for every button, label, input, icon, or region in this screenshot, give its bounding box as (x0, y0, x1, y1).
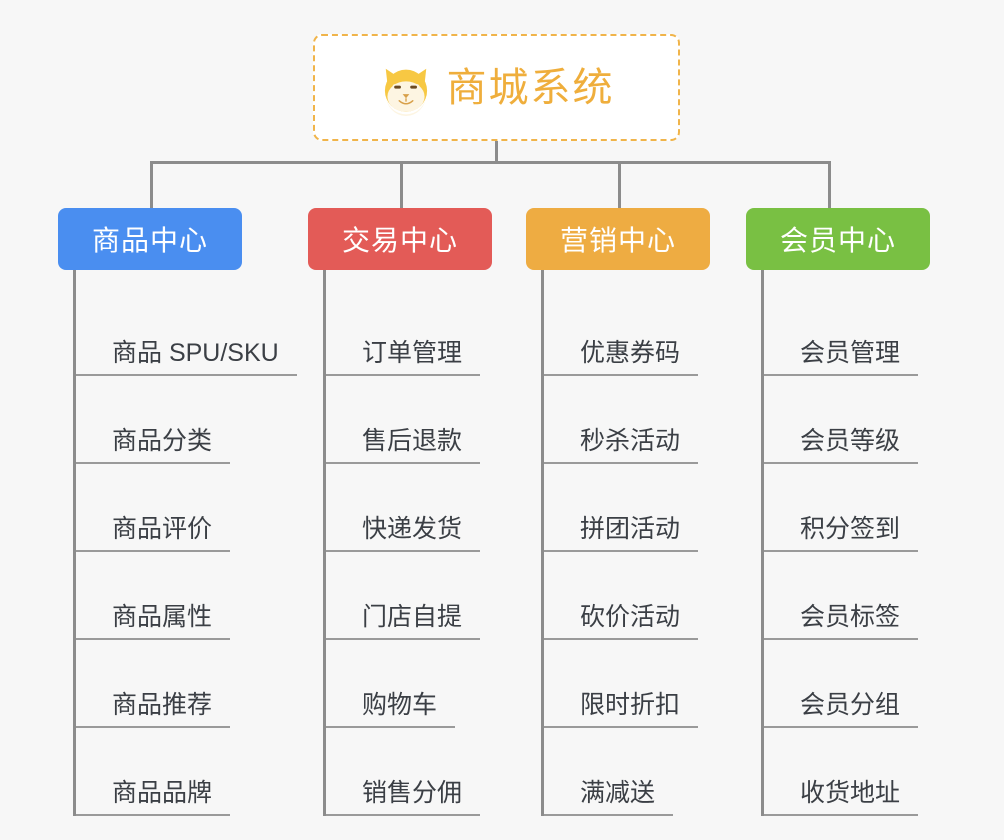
list-item[interactable]: 购物车 (326, 640, 528, 728)
list-item[interactable]: 商品推荐 (76, 640, 308, 728)
list-item[interactable]: 商品评价 (76, 464, 308, 552)
list-item[interactable]: 满减送 (544, 728, 738, 816)
list-item[interactable]: 商品品牌 (76, 728, 308, 816)
shiba-dog-emoji-icon (379, 62, 433, 116)
list-item[interactable]: 限时折扣 (544, 640, 738, 728)
category-header-member[interactable]: 会员中心 (746, 208, 930, 270)
leaf-label: 商品品牌 (76, 779, 231, 816)
list-item[interactable]: 会员标签 (764, 552, 960, 640)
leaf-label: 销售分佣 (326, 779, 481, 816)
list-item[interactable]: 快递发货 (326, 464, 528, 552)
list-item[interactable]: 销售分佣 (326, 728, 528, 816)
list-item[interactable]: 拼团活动 (544, 464, 738, 552)
list-item[interactable]: 售后退款 (326, 376, 528, 464)
category-header-label: 交易中心 (341, 225, 458, 256)
list-item[interactable]: 门店自提 (326, 552, 528, 640)
category-header-marketing[interactable]: 营销中心 (526, 208, 710, 270)
category-column-trade: 交易中心 订单管理 售后退款 快递发货 门店自提 购物车 销售分佣 (308, 208, 528, 816)
category-column-member: 会员中心 会员管理 会员等级 积分签到 会员标签 会员分组 收货地址 (746, 208, 960, 816)
leaf-label: 砍价活动 (544, 603, 699, 640)
root-node[interactable]: 商城系统 (313, 34, 680, 141)
leaf-label: 购物车 (326, 691, 456, 728)
connector-horizontal-bus (150, 161, 831, 164)
connector-drop-3 (618, 161, 621, 208)
list-item[interactable]: 秒杀活动 (544, 376, 738, 464)
list-item[interactable]: 砍价活动 (544, 552, 738, 640)
leaf-label: 商品属性 (76, 603, 231, 640)
leaf-label: 快递发货 (326, 515, 481, 552)
leaf-label: 优惠券码 (544, 339, 699, 376)
leaf-label: 收货地址 (764, 779, 919, 816)
leaf-label: 订单管理 (326, 339, 481, 376)
connector-drop-1 (150, 161, 153, 208)
list-item[interactable]: 优惠券码 (544, 288, 738, 376)
connector-root-stem (495, 141, 498, 163)
leaf-label: 限时折扣 (544, 691, 699, 728)
list-item[interactable]: 会员管理 (764, 288, 960, 376)
leaf-label: 会员等级 (764, 427, 919, 464)
category-header-label: 营销中心 (559, 225, 676, 256)
connector-drop-2 (400, 161, 403, 208)
list-item[interactable]: 商品 SPU/SKU (76, 288, 308, 376)
branch-marketing: 优惠券码 秒杀活动 拼团活动 砍价活动 限时折扣 满减送 (541, 270, 738, 816)
leaf-label: 拼团活动 (544, 515, 699, 552)
leaf-label: 满减送 (544, 779, 674, 816)
branch-trade: 订单管理 售后退款 快递发货 门店自提 购物车 销售分佣 (323, 270, 528, 816)
list-item[interactable]: 商品属性 (76, 552, 308, 640)
branch-product: 商品 SPU/SKU 商品分类 商品评价 商品属性 商品推荐 商品品牌 (73, 270, 308, 816)
leaf-label: 秒杀活动 (544, 427, 699, 464)
leaf-label: 商品推荐 (76, 691, 231, 728)
category-header-label: 会员中心 (779, 225, 896, 256)
leaf-label: 门店自提 (326, 603, 481, 640)
branch-member: 会员管理 会员等级 积分签到 会员标签 会员分组 收货地址 (761, 270, 960, 816)
leaf-label: 会员分组 (764, 691, 919, 728)
leaf-label: 积分签到 (764, 515, 919, 552)
leaf-label: 售后退款 (326, 427, 481, 464)
category-header-label: 商品中心 (91, 225, 208, 256)
leaf-label: 商品评价 (76, 515, 231, 552)
root-title: 商城系统 (446, 65, 615, 110)
list-item[interactable]: 商品分类 (76, 376, 308, 464)
leaf-label: 商品分类 (76, 427, 231, 464)
leaf-label: 商品 SPU/SKU (76, 339, 297, 376)
category-column-product: 商品中心 商品 SPU/SKU 商品分类 商品评价 商品属性 商品推荐 商品品牌 (58, 208, 308, 816)
list-item[interactable]: 积分签到 (764, 464, 960, 552)
list-item[interactable]: 订单管理 (326, 288, 528, 376)
leaf-label: 会员管理 (764, 339, 919, 376)
category-column-marketing: 营销中心 优惠券码 秒杀活动 拼团活动 砍价活动 限时折扣 满减送 (526, 208, 738, 816)
list-item[interactable]: 会员分组 (764, 640, 960, 728)
list-item[interactable]: 会员等级 (764, 376, 960, 464)
list-item[interactable]: 收货地址 (764, 728, 960, 816)
leaf-label: 会员标签 (764, 603, 919, 640)
category-header-product[interactable]: 商品中心 (58, 208, 242, 270)
category-header-trade[interactable]: 交易中心 (308, 208, 492, 270)
connector-drop-4 (828, 161, 831, 208)
